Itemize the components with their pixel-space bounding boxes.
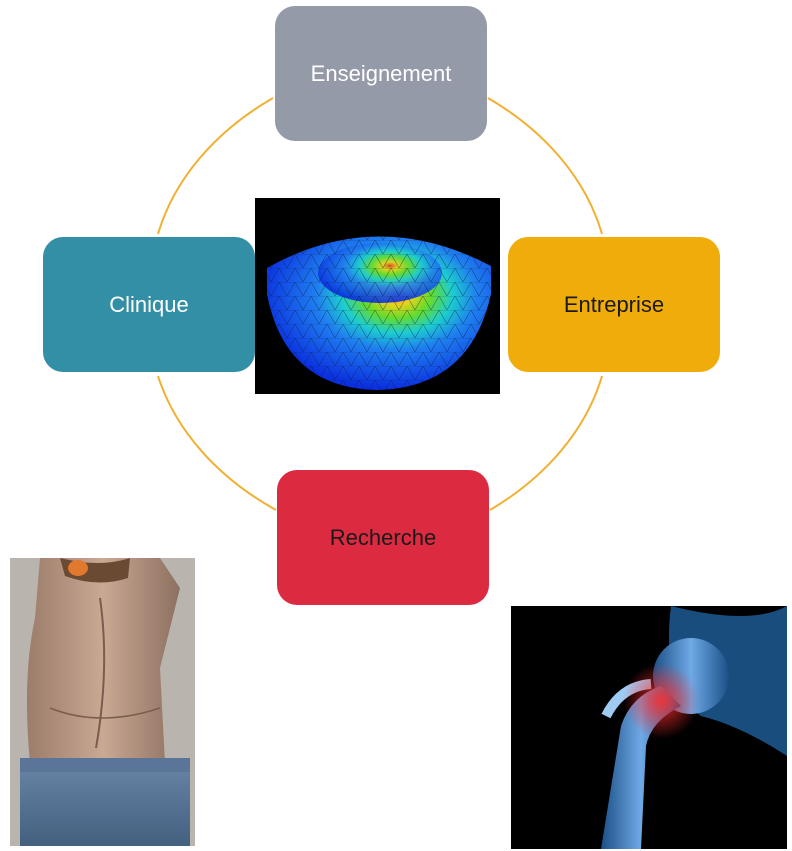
arc-bottom-left [158,376,276,510]
node-label: Recherche [330,525,436,551]
node-clinique: Clinique [43,237,255,372]
node-recherche: Recherche [277,470,489,605]
node-label: Entreprise [564,292,664,318]
node-entreprise: Entreprise [508,237,720,372]
finite-element-mesh-image [255,198,500,394]
scoliosis-back-photo [10,558,195,846]
hip-fracture-xray [511,606,787,849]
node-label: Enseignement [311,61,452,87]
arc-right-bottom [490,376,602,510]
node-label: Clinique [109,292,189,318]
node-enseignement: Enseignement [275,6,487,141]
arc-top-right [488,98,602,234]
